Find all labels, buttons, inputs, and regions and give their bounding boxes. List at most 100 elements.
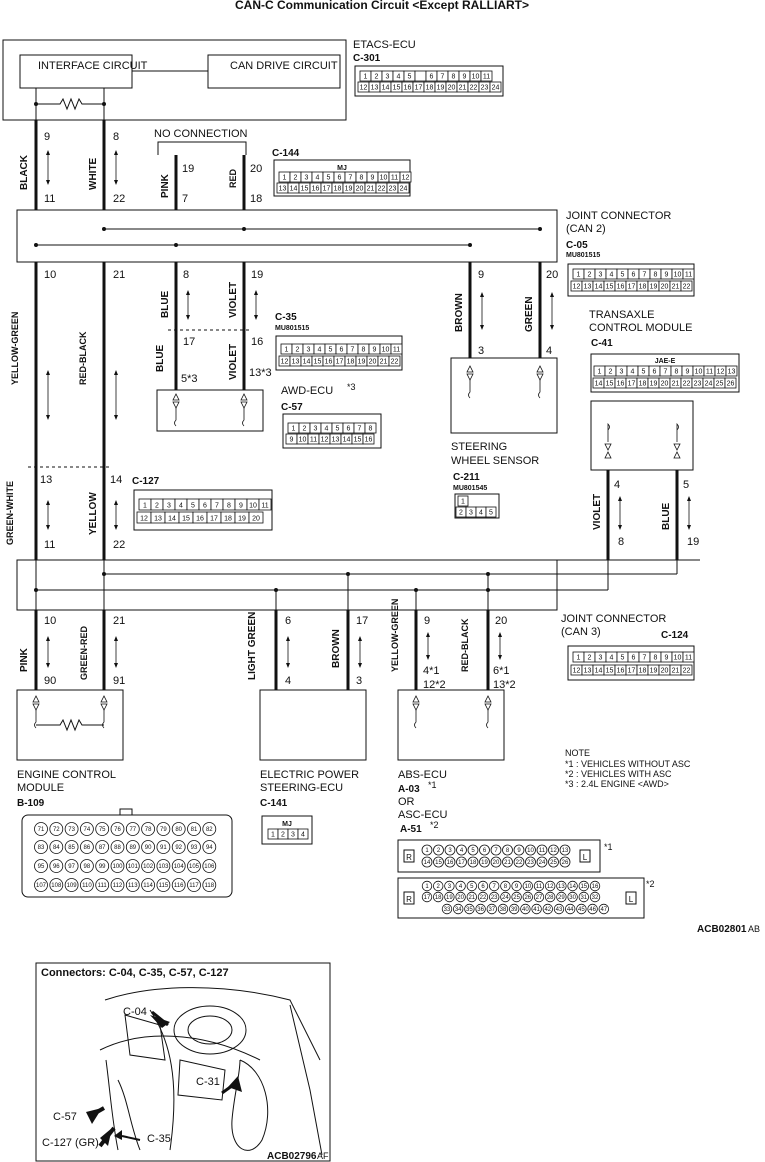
pin-number: 5	[336, 426, 340, 433]
pin-number: 8	[360, 175, 364, 182]
ecm-box	[16, 689, 124, 761]
inset-title: Connectors: C-04, C-35, C-57, C-127	[41, 967, 229, 979]
pin-number: 101	[128, 864, 139, 870]
pin-number: 28	[547, 895, 554, 901]
pin-number: 17	[415, 85, 423, 92]
pin-label: 9	[424, 615, 430, 627]
signal-direction-arrow	[186, 290, 190, 320]
abs-note2: *2	[430, 820, 439, 830]
pin-number: 24	[502, 895, 509, 901]
pin-number: 29	[558, 895, 565, 901]
pin-number: 7	[358, 426, 362, 433]
pin-number: 21	[672, 381, 680, 388]
pin-number: 2	[437, 848, 441, 854]
pin-label: 18	[250, 193, 262, 205]
pin-number: 24	[705, 381, 713, 388]
pin-number: 6	[340, 347, 344, 354]
pin-number: 11	[706, 369, 713, 376]
pin-number: 3	[469, 510, 473, 517]
pin-number: 92	[175, 845, 182, 851]
pin-number: 47	[600, 907, 607, 913]
pin-number: 8	[506, 848, 510, 854]
pin-number: 8	[369, 426, 373, 433]
pin-label: 12*2	[423, 679, 446, 691]
figure-code-suffix: AB	[748, 924, 760, 934]
pin-number: 108	[51, 883, 62, 889]
signal-direction-arrow	[46, 636, 50, 668]
pin-number: 5	[329, 347, 333, 354]
pin-number: 40	[522, 907, 529, 913]
pin-label: 17	[183, 336, 195, 348]
pin-number: 106	[204, 864, 215, 870]
signal-direction-arrow	[426, 632, 430, 660]
signal-direction-arrow	[114, 636, 118, 668]
pin-number: 11	[685, 272, 692, 279]
pin-number: 19	[650, 381, 658, 388]
abs-or: OR	[398, 796, 415, 808]
pin-number: 19	[481, 860, 488, 866]
pin-number: 38	[500, 907, 507, 913]
pin-number: 18	[470, 860, 477, 866]
pin-number: 14	[382, 85, 390, 92]
signal-direction-arrow	[618, 496, 622, 530]
pin-number: 84	[53, 845, 60, 851]
inset-figure-code: ACB02796	[267, 1151, 317, 1162]
joint-connector-can3-box	[16, 559, 558, 611]
wire-color-label: BROWN	[331, 629, 342, 668]
pin-label: 9	[44, 131, 50, 143]
pin-number: 18	[224, 516, 232, 523]
pin-number: 20	[356, 186, 364, 193]
pin-number: 2	[588, 655, 592, 662]
pin-number: 20	[457, 895, 464, 901]
pin-label: 4*1	[423, 665, 440, 677]
pin-number: 12	[321, 437, 329, 444]
svg-text:L: L	[583, 853, 588, 862]
pin-number: 18	[426, 85, 434, 92]
interface-circuit-label: INTERFACE CIRCUIT	[38, 60, 148, 72]
pin-number: 2	[294, 175, 298, 182]
terminal-symbol	[172, 393, 180, 427]
pin-number: 2	[375, 74, 379, 81]
ecm-name-2: MODULE	[17, 782, 64, 794]
wire-color-label: YELLOW	[88, 492, 99, 535]
figure-code: ACB02801	[697, 924, 747, 935]
pin-number: 6	[653, 369, 657, 376]
pin-label: 4	[614, 479, 620, 491]
pin-number: 15	[606, 668, 614, 675]
pin-number: 17	[628, 284, 636, 291]
pin-number: 21	[672, 284, 680, 291]
pin-label: 19	[251, 269, 263, 281]
pin-number: 18	[334, 186, 342, 193]
pin-label: 91	[113, 675, 125, 687]
pin-number: 117	[189, 883, 199, 889]
can-drive-circuit-box	[207, 54, 341, 89]
svg-text:MJ: MJ	[337, 165, 347, 172]
wire-color-label: BLACK	[19, 154, 30, 190]
pin-number: 1	[271, 832, 275, 839]
pin-number: 9	[665, 272, 669, 279]
pin-number: 3	[386, 74, 390, 81]
pin-number: 18	[639, 381, 647, 388]
pin-number: 10	[527, 848, 534, 854]
pin-number: 6	[338, 175, 342, 182]
pin-number: 8	[362, 347, 366, 354]
pin-number: 105	[189, 864, 200, 870]
pin-number: 100	[112, 864, 123, 870]
pin-label: 13*2	[493, 679, 516, 691]
pin-number: 9	[239, 503, 243, 510]
pin-number: 12	[717, 369, 725, 376]
pin-number: 19	[650, 284, 658, 291]
pin-number: 96	[53, 864, 60, 870]
pin-number: 7	[441, 74, 445, 81]
pin-number: 5	[470, 884, 474, 890]
pin-number: 4	[459, 884, 463, 890]
pin-number: 15	[314, 359, 322, 366]
pin-number: 7	[215, 503, 219, 510]
pin-number: 7	[664, 369, 668, 376]
pin-number: 9	[371, 175, 375, 182]
pin-number: 9	[463, 74, 467, 81]
pin-number: 102	[143, 864, 154, 870]
pin-number: 20	[448, 85, 456, 92]
